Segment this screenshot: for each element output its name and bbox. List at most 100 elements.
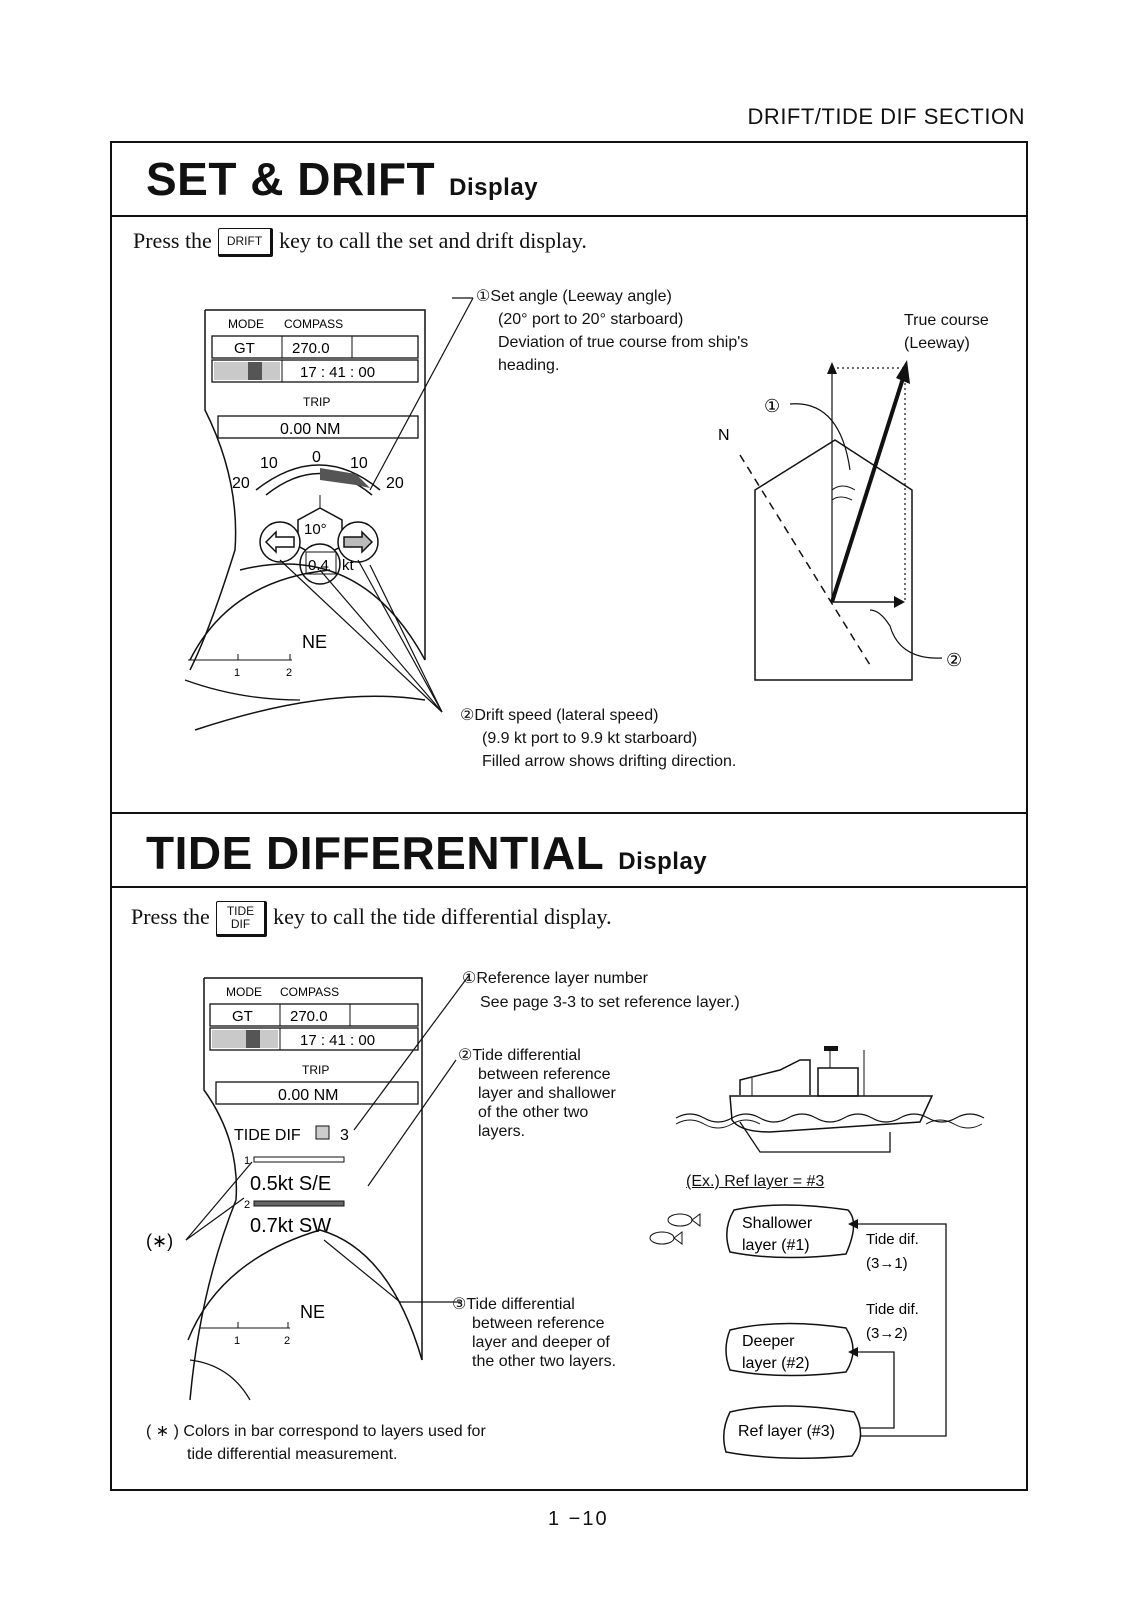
tide-note1-marker: ①	[462, 970, 477, 987]
tide-note3-marker: ③	[452, 1296, 467, 1313]
trip-value: 0.00 NM	[280, 421, 340, 438]
note1-line3: Deviation of true course from ship's	[498, 334, 749, 351]
set-angle-note: ①Set angle (Leeway angle) (20° port to 2…	[476, 285, 748, 377]
bar1-num: 1	[244, 1155, 250, 1167]
port-arrow-icon	[264, 530, 295, 554]
starboard-arrow-icon	[343, 530, 374, 554]
set-drift-title: SET & DRIFT Display	[146, 152, 538, 206]
tide-value-2: 0.7kt SW	[250, 1215, 331, 1237]
tide-note2-line3: layer and shallower	[478, 1085, 616, 1102]
page-frame	[110, 141, 1028, 1491]
page-number: 1 −10	[548, 1508, 609, 1530]
tide-note2-line4: of the other two	[478, 1104, 589, 1121]
drift-speed-note: ②Drift speed (lateral speed) (9.9 kt por…	[460, 704, 736, 773]
fish-icon	[649, 1213, 701, 1245]
press-suffix: key to call the set and drift display.	[279, 228, 587, 253]
tide-clock-value: 17 : 41 : 00	[300, 1032, 375, 1049]
tide-note3-line2: between reference	[472, 1315, 605, 1332]
tide-dif-b-2: (3→2)	[866, 1325, 908, 1342]
tide-dif-b-1: Tide dif.	[866, 1301, 919, 1318]
shallower-label-1: Shallower	[742, 1215, 813, 1232]
note2-line2: (9.9 kt port to 9.9 kt starboard)	[482, 730, 698, 747]
tide-press-prefix: Press the	[131, 904, 210, 930]
mode-label: MODE	[228, 317, 264, 331]
section-divider	[110, 812, 1028, 814]
bar2-num: 2	[244, 1199, 250, 1211]
tide-key-line1: TIDE	[226, 904, 255, 918]
set-drift-title-text: SET & DRIFT	[146, 153, 436, 205]
scale-left-20: 20	[232, 475, 250, 492]
tide-note3-line4: the other two layers.	[472, 1353, 617, 1370]
tide-dif-a-2: (3→1)	[866, 1255, 908, 1272]
section-header: DRIFT/TIDE DIF SECTION	[747, 104, 1025, 129]
leeway-text: (Leeway)	[904, 335, 970, 352]
trip-label: TRIP	[303, 395, 330, 409]
asterisk-label: (∗)	[146, 1231, 173, 1251]
tide-dif-label: TIDE DIF	[234, 1127, 301, 1144]
tide-key-line2: DIF	[230, 917, 251, 931]
tide-dif-a-1: Tide dif.	[866, 1231, 919, 1248]
note1-line2: (20° port to 20° starboard)	[498, 311, 684, 328]
tide-heading-ne: NE	[300, 1302, 325, 1322]
tide-mode-label: MODE	[226, 985, 262, 999]
note1-marker: ①	[476, 288, 491, 305]
tide-compass-value: 270.0	[290, 1008, 328, 1025]
mode-value: GT	[234, 340, 255, 357]
compass-label: COMPASS	[284, 317, 343, 331]
angle-value: 10°	[304, 521, 327, 538]
tide-note1-title: Reference layer number	[476, 970, 648, 987]
tide-shallower-note: ②Tide differential between reference lay…	[458, 1046, 616, 1141]
layer-bar-2	[253, 1200, 345, 1207]
tide-mode-value: GT	[232, 1008, 253, 1025]
ref-layer-note: ①Reference layer number See page 3-3 to …	[462, 967, 740, 1015]
tide-press-suffix: key to call the tide differential displa…	[273, 904, 612, 930]
range-1: 1	[234, 667, 240, 679]
tide-note2-title: Tide differential	[472, 1047, 581, 1064]
deeper-label-2: layer (#2)	[742, 1355, 810, 1372]
boat-illustration	[675, 1046, 985, 1153]
tide-trip-value: 0.00 NM	[278, 1087, 338, 1104]
tide-note1-line2: See page 3-3 to set reference layer.)	[480, 994, 740, 1011]
tide-dif-screen-diagram: MODE COMPASS GT 270.0 17 : 41 : 00 TRIP …	[146, 973, 471, 1401]
true-course-text: True course	[904, 312, 989, 329]
scale-right-20: 20	[386, 475, 404, 492]
tide-compass-label: COMPASS	[280, 985, 339, 999]
note1-line4: heading.	[498, 357, 560, 374]
tide-dif-subtitle: Display	[618, 848, 708, 875]
clock-value: 17 : 41 : 00	[300, 364, 375, 381]
scale-right-10: 10	[350, 455, 368, 472]
set-drift-title-band	[110, 141, 1028, 217]
diagram-marker-2: ②	[946, 650, 962, 670]
tide-trip-label: TRIP	[302, 1063, 329, 1077]
drift-key[interactable]: DRIFT	[217, 228, 274, 258]
layer-bar-1	[253, 1156, 345, 1163]
tide-dif-title-text: TIDE DIFFERENTIAL	[146, 827, 605, 879]
note1-title: Set angle (Leeway angle)	[490, 288, 672, 305]
example-caption: (Ex.) Ref layer = #3	[686, 1173, 825, 1190]
ref-layer-label: Ref layer (#3)	[738, 1423, 835, 1440]
tide-note2-marker: ②	[458, 1047, 473, 1064]
note2-title: Drift speed (lateral speed)	[474, 707, 659, 724]
deeper-label-1: Deeper	[742, 1333, 795, 1350]
tide-note2-line2: between reference	[478, 1066, 611, 1083]
speed-unit: kt	[342, 557, 355, 574]
range-2: 2	[286, 667, 292, 679]
tide-note3-title: Tide differential	[466, 1296, 575, 1313]
footnote-line2: tide differential measurement.	[187, 1446, 398, 1463]
shallower-label-2: layer (#1)	[742, 1237, 810, 1254]
scale-left-10: 10	[260, 455, 278, 472]
north-label: N	[718, 427, 730, 444]
press-prefix: Press the	[133, 228, 212, 253]
heading-ne: NE	[302, 632, 327, 652]
tide-note2-line5: layers.	[478, 1123, 526, 1140]
set-drift-screen-diagram: MODE COMPASS GT 270.0 17 : 41 : 00 TRIP …	[184, 297, 474, 731]
footnote: ( ∗ ) Colors in bar correspond to layers…	[146, 1420, 486, 1466]
tide-title-band	[110, 812, 1028, 888]
footnote-line1: ( ∗ ) Colors in bar correspond to layers…	[146, 1423, 486, 1440]
tide-dif-title: TIDE DIFFERENTIAL Display	[146, 826, 707, 880]
set-drift-subtitle: Display	[449, 174, 539, 201]
tide-range-1: 1	[234, 1335, 240, 1347]
